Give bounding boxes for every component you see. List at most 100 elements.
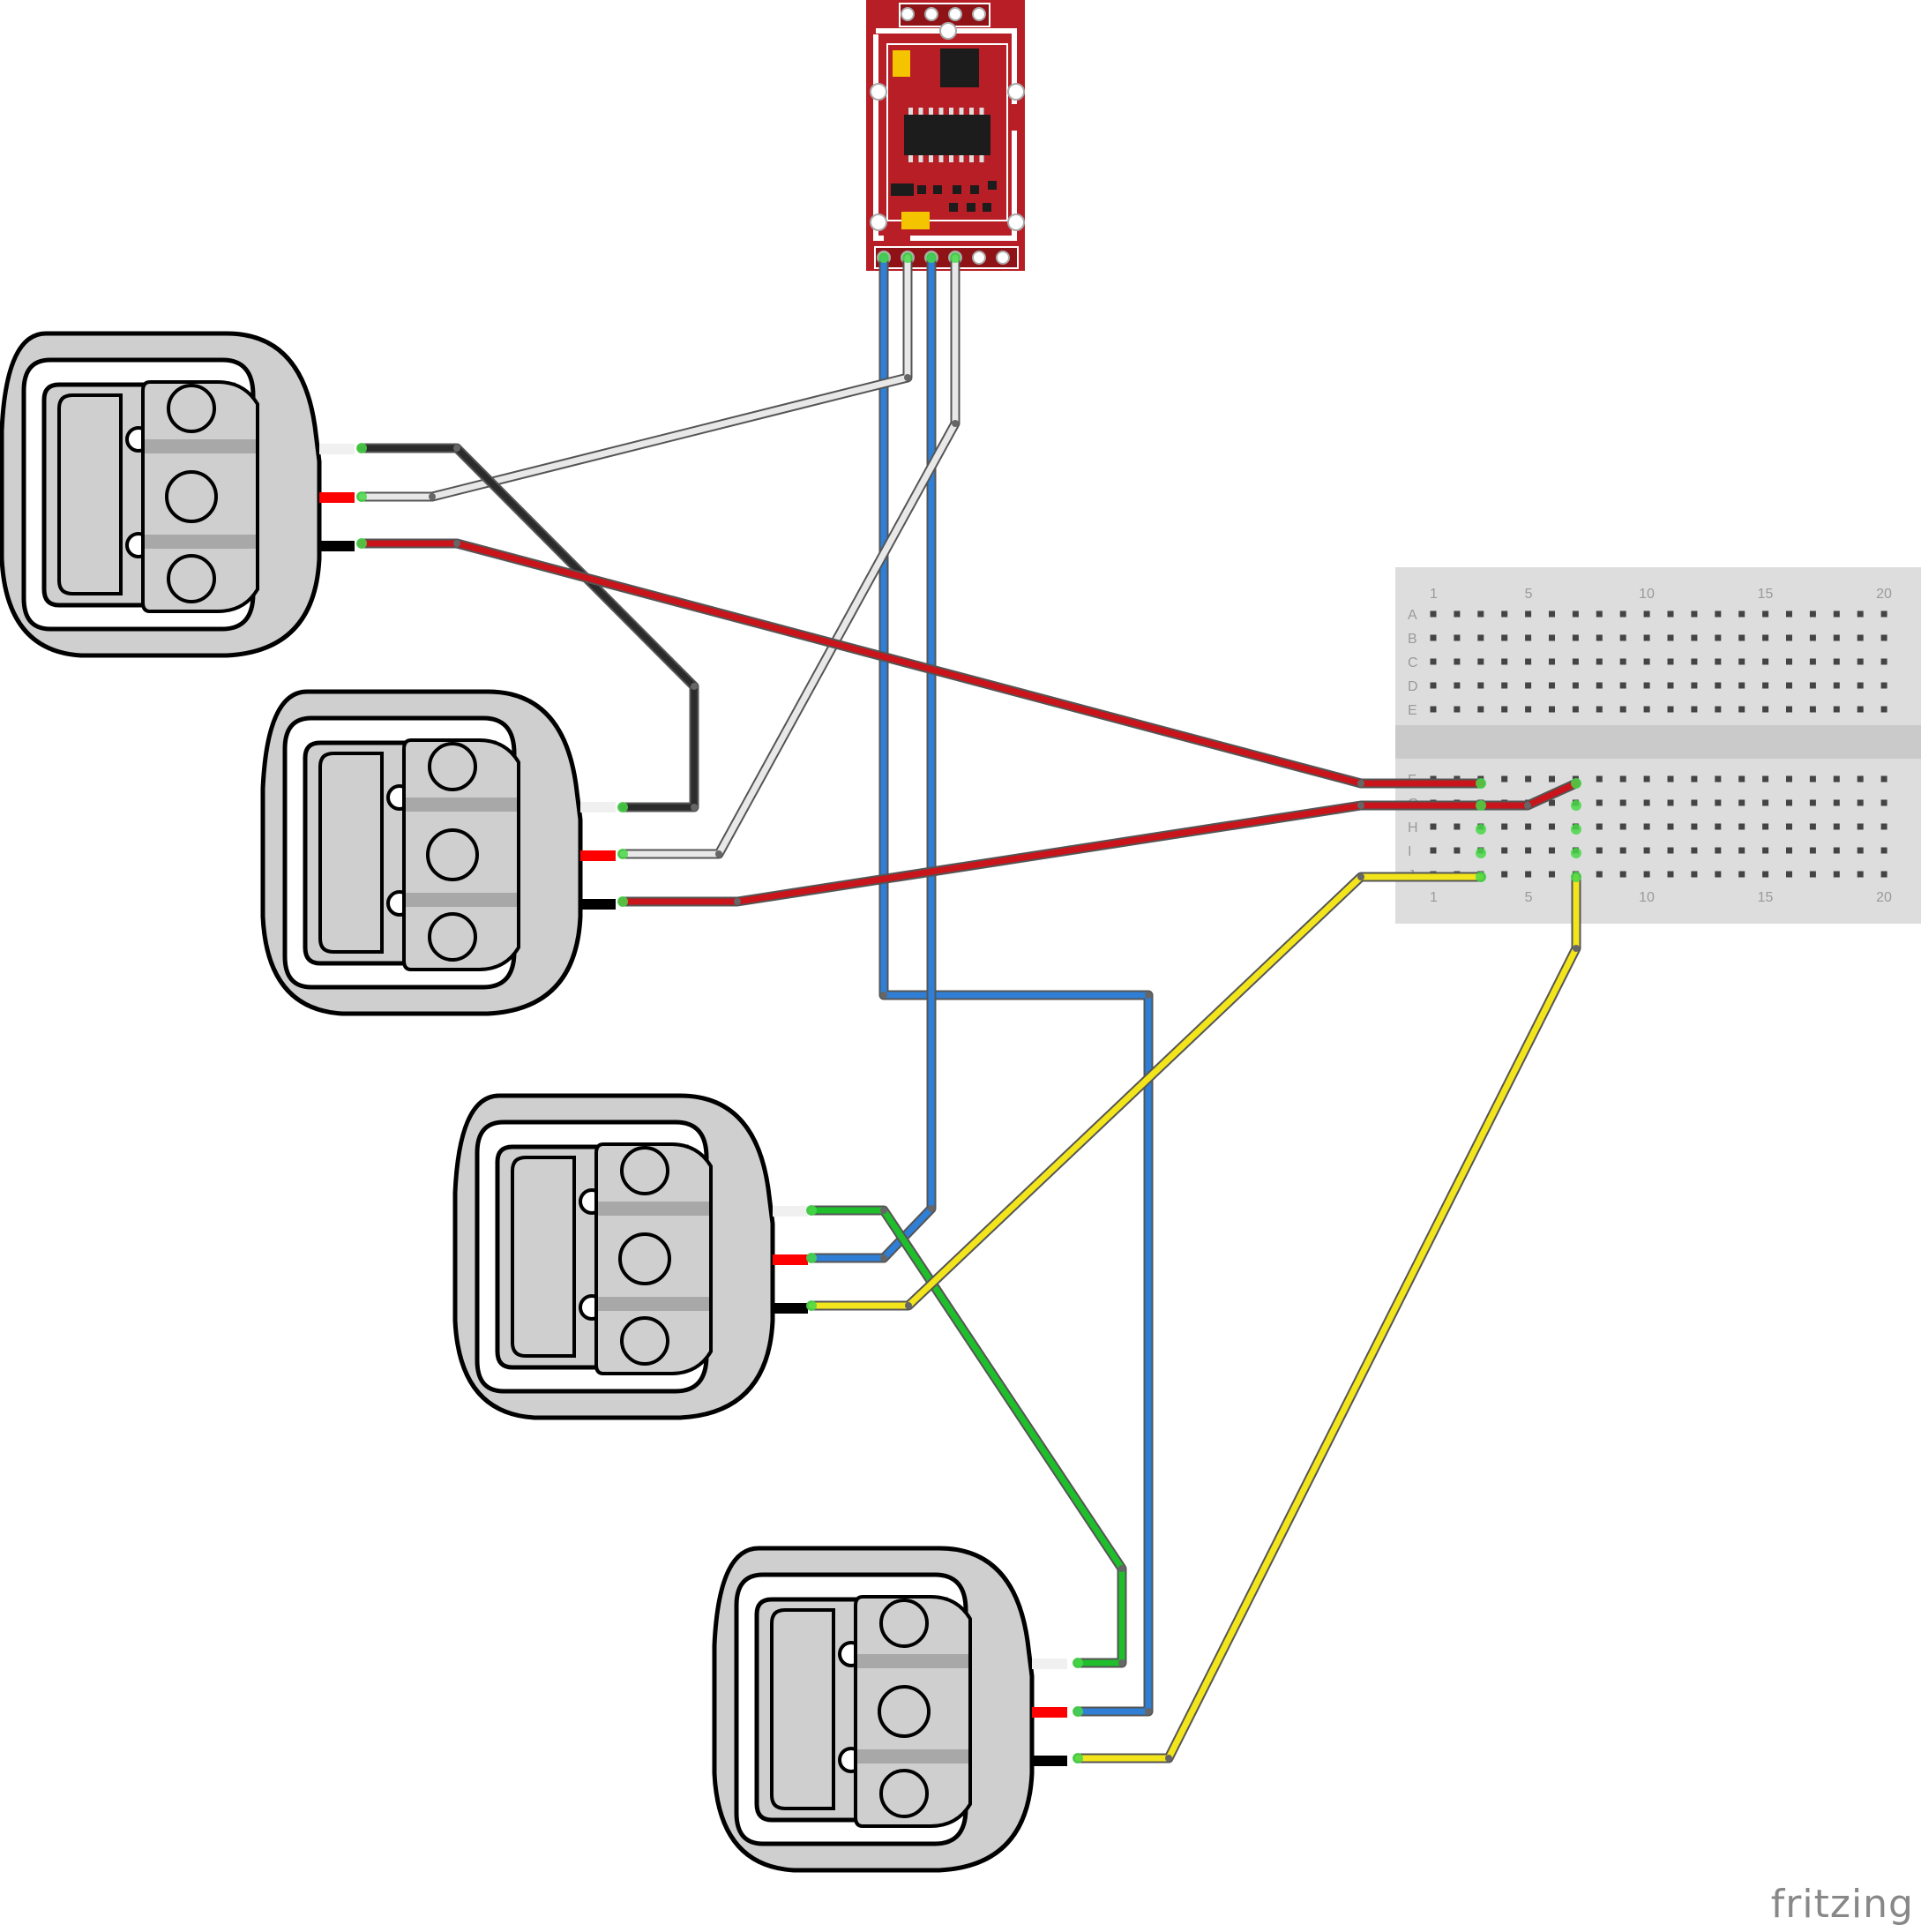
- breadboard-hole[interactable]: [1715, 799, 1722, 806]
- breadboard-hole[interactable]: [1667, 706, 1674, 713]
- hx711-input-pin[interactable]: [901, 7, 915, 21]
- breadboard-hole[interactable]: [1762, 706, 1769, 713]
- breadboard-hole[interactable]: [1786, 658, 1792, 665]
- breadboard-hole[interactable]: [1715, 682, 1722, 689]
- breadboard-hole[interactable]: [1501, 823, 1508, 830]
- hx711-input-pin[interactable]: [924, 7, 938, 21]
- breadboard-hole[interactable]: [1643, 706, 1650, 713]
- breadboard-hole[interactable]: [1501, 871, 1508, 878]
- wire-bend[interactable]: [1357, 873, 1364, 880]
- wire-bend[interactable]: [880, 1254, 887, 1262]
- breadboard-hole[interactable]: [1857, 775, 1864, 783]
- breadboard-hole[interactable]: [1715, 610, 1722, 618]
- breadboard-hole[interactable]: [1691, 634, 1698, 641]
- breadboard-hole[interactable]: [1525, 871, 1532, 878]
- breadboard-hole[interactable]: [1715, 847, 1722, 854]
- breadboard-hole[interactable]: [1691, 823, 1698, 830]
- wire-white-a-plus[interactable]: [619, 254, 959, 857]
- breadboard-hole[interactable]: [1762, 610, 1769, 618]
- wire-blue-e-plus[interactable]: [808, 254, 935, 1262]
- breadboard-hole[interactable]: [1880, 658, 1887, 665]
- breadboard-hole[interactable]: [1477, 682, 1484, 689]
- breadboard-hole[interactable]: [1596, 823, 1603, 830]
- wire-bend[interactable]: [453, 445, 460, 452]
- breadboard-hole[interactable]: [1454, 847, 1461, 854]
- breadboard-hole[interactable]: [1619, 610, 1626, 618]
- breadboard-hole[interactable]: [1809, 871, 1816, 878]
- breadboard-hole[interactable]: [1572, 610, 1579, 618]
- breadboard-hole[interactable]: [1643, 682, 1650, 689]
- wire-bend[interactable]: [1118, 1565, 1125, 1572]
- wire-bend[interactable]: [1118, 1659, 1125, 1666]
- breadboard-hole[interactable]: [1809, 658, 1816, 665]
- breadboard-hole[interactable]: [1643, 610, 1650, 618]
- breadboard-hole[interactable]: [1715, 658, 1722, 665]
- breadboard-hole[interactable]: [1596, 847, 1603, 854]
- breadboard-hole[interactable]: [1833, 610, 1840, 618]
- breadboard-hole[interactable]: [1809, 706, 1816, 713]
- breadboard-hole[interactable]: [1880, 775, 1887, 783]
- breadboard-hole[interactable]: [1691, 799, 1698, 806]
- wire-bend[interactable]: [453, 540, 460, 547]
- breadboard-hole[interactable]: [1454, 682, 1461, 689]
- breadboard-hole[interactable]: [1762, 871, 1769, 878]
- breadboard-hole[interactable]: [1809, 799, 1816, 806]
- wire-bend[interactable]: [1524, 802, 1531, 809]
- breadboard-hole[interactable]: [1549, 706, 1555, 713]
- breadboard-hole[interactable]: [1809, 682, 1816, 689]
- breadboard-hole[interactable]: [1525, 706, 1532, 713]
- breadboard-hole[interactable]: [1430, 706, 1437, 713]
- breadboard-hole[interactable]: [1619, 847, 1626, 854]
- breadboard-hole[interactable]: [1809, 775, 1816, 783]
- breadboard-hole[interactable]: [1477, 706, 1484, 713]
- breadboard-hole[interactable]: [1430, 847, 1437, 854]
- breadboard-hole[interactable]: [1643, 823, 1650, 830]
- breadboard-hole[interactable]: [1691, 706, 1698, 713]
- breadboard-hole[interactable]: [1691, 658, 1698, 665]
- breadboard-hole[interactable]: [1430, 823, 1437, 830]
- breadboard-hole[interactable]: [1738, 682, 1745, 689]
- wire-bend[interactable]: [928, 1205, 935, 1212]
- breadboard-hole[interactable]: [1738, 799, 1745, 806]
- wire-bend[interactable]: [734, 898, 741, 905]
- wire-bend[interactable]: [1165, 1755, 1172, 1762]
- breadboard-hole[interactable]: [1786, 847, 1792, 854]
- breadboard-hole[interactable]: [1762, 634, 1769, 641]
- breadboard-hole[interactable]: [1786, 610, 1792, 618]
- wire-yellow-cell3-breadboard[interactable]: [808, 873, 1484, 1309]
- breadboard-hole[interactable]: [1572, 682, 1579, 689]
- wire-bend[interactable]: [880, 992, 887, 999]
- breadboard-hole[interactable]: [1762, 847, 1769, 854]
- wire-bend[interactable]: [1145, 1708, 1152, 1715]
- breadboard-hole[interactable]: [1619, 682, 1626, 689]
- breadboard-hole[interactable]: [1691, 610, 1698, 618]
- breadboard-hole[interactable]: [1454, 658, 1461, 665]
- wire-bend[interactable]: [691, 683, 698, 690]
- hx711-input-pin[interactable]: [972, 7, 986, 21]
- breadboard-hole[interactable]: [1525, 847, 1532, 854]
- breadboard-hole[interactable]: [1833, 682, 1840, 689]
- wire-red-cell1-breadboard[interactable]: [358, 540, 1484, 787]
- breadboard-hole[interactable]: [1596, 775, 1603, 783]
- breadboard-hole[interactable]: [1572, 658, 1579, 665]
- breadboard-hole[interactable]: [1691, 682, 1698, 689]
- breadboard-hole[interactable]: [1738, 775, 1745, 783]
- wire-bend[interactable]: [952, 420, 959, 427]
- breadboard-hole[interactable]: [1619, 799, 1626, 806]
- breadboard-hole[interactable]: [1619, 871, 1626, 878]
- breadboard-hole[interactable]: [1596, 658, 1603, 665]
- breadboard-hole[interactable]: [1809, 823, 1816, 830]
- breadboard-hole[interactable]: [1619, 634, 1626, 641]
- breadboard-hole[interactable]: [1880, 823, 1887, 830]
- breadboard-hole[interactable]: [1809, 634, 1816, 641]
- breadboard-hole[interactable]: [1786, 799, 1792, 806]
- breadboard-hole[interactable]: [1596, 634, 1603, 641]
- breadboard-hole[interactable]: [1667, 871, 1674, 878]
- breadboard-hole[interactable]: [1430, 610, 1437, 618]
- breadboard-hole[interactable]: [1880, 847, 1887, 854]
- breadboard-hole[interactable]: [1430, 658, 1437, 665]
- wire-bend[interactable]: [715, 850, 722, 857]
- breadboard-hole[interactable]: [1738, 610, 1745, 618]
- wire-bend[interactable]: [1145, 992, 1152, 999]
- breadboard-hole[interactable]: [1643, 871, 1650, 878]
